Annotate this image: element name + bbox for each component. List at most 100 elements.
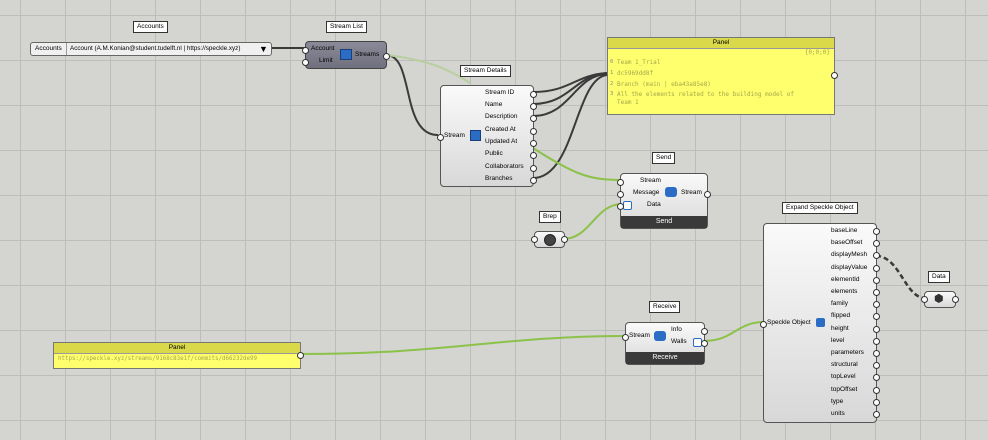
output-grip[interactable] [701, 328, 708, 335]
stream-details-component[interactable]: Stream Stream ID Name Description Create… [437, 85, 537, 187]
output-grip[interactable] [530, 103, 537, 110]
output-displaymesh: displayMesh [831, 251, 868, 259]
brep-param[interactable] [531, 231, 568, 248]
input-grip[interactable] [622, 334, 629, 341]
output-grip[interactable] [530, 177, 537, 184]
output-grip[interactable] [873, 240, 880, 248]
input-grip[interactable] [617, 191, 624, 198]
receive-component[interactable]: Stream Info Walls Receive [622, 322, 708, 365]
output-grip[interactable] [704, 191, 711, 198]
input-grip[interactable] [921, 296, 928, 303]
output-grip[interactable] [873, 374, 880, 382]
panel-line-index: 3 [610, 91, 614, 97]
data-param[interactable]: ⬢ [921, 291, 959, 308]
output-grip[interactable] [831, 72, 838, 79]
input-speckle-object: Speckle Object [767, 319, 811, 326]
output-grip[interactable] [873, 398, 880, 406]
brep-icon [544, 234, 556, 246]
output-level: level [831, 336, 845, 344]
data-tag: Data [928, 271, 950, 283]
output-grip[interactable] [873, 228, 880, 235]
input-account: Account [311, 45, 335, 52]
output-grip[interactable] [561, 236, 568, 243]
output-grip[interactable] [873, 337, 880, 345]
data-hex-icon: ⬢ [934, 293, 944, 305]
output-grip[interactable] [873, 313, 880, 321]
panel-line: All the elements related to the building… [617, 91, 795, 98]
output-grip[interactable] [873, 289, 880, 296]
streams-icon [340, 49, 352, 60]
accounts-dropdown-value: Account (A.M.Konian@student.tudelft.nl |… [70, 45, 241, 52]
output-grip[interactable] [530, 115, 537, 122]
input-grip[interactable] [437, 134, 444, 141]
output-type: type [831, 397, 844, 405]
stream-details-tag: Stream Details [460, 65, 511, 77]
accounts-dropdown[interactable]: Accounts Account (A.M.Konian@student.tud… [30, 42, 272, 56]
output-grip[interactable] [873, 350, 880, 357]
receive-button[interactable]: Receive [626, 352, 704, 364]
accounts-dropdown-label: Accounts [35, 45, 62, 52]
input-grip[interactable] [617, 203, 624, 210]
panel-line: Branch (main | eba43a85e8) [617, 81, 711, 88]
output-grip[interactable] [952, 296, 959, 303]
dropdown-divider [66, 43, 67, 55]
output-grip[interactable] [873, 362, 880, 370]
output-grip[interactable] [873, 301, 880, 309]
input-grip[interactable] [760, 321, 767, 328]
wire-brep-data [562, 203, 622, 240]
send-button[interactable]: Send [621, 216, 707, 228]
speckle-receive-icon [654, 331, 666, 341]
input-grip[interactable] [531, 236, 538, 243]
send-tag: Send [652, 152, 676, 164]
send-component[interactable]: Stream Message Data Stream Send [617, 173, 711, 229]
output-grip[interactable] [297, 352, 304, 359]
output-topoffset: topOffset [831, 385, 858, 393]
output-stream-id: Stream ID [485, 89, 515, 96]
output-grip[interactable] [530, 91, 537, 98]
input-stream: Stream [444, 132, 465, 139]
panel-bottom-text: https://speckle.xyz/streams/9168c83e1f/c… [58, 356, 257, 362]
output-height: height [831, 324, 849, 332]
input-grip[interactable] [302, 59, 309, 66]
output-grip[interactable] [873, 411, 880, 418]
output-grip[interactable] [383, 53, 390, 60]
output-parameters: parameters [831, 349, 864, 356]
output-grip[interactable] [873, 252, 880, 260]
stream-details-icon [470, 130, 481, 141]
output-grip[interactable] [530, 140, 537, 147]
output-elementid: elementId [831, 275, 860, 283]
panel-top[interactable]: Panel {0;0;0} 0 Team 1_Trial 1 dc5969dd8… [607, 37, 838, 115]
chevron-down-icon[interactable]: ▼ [259, 44, 268, 54]
accounts-tag: Accounts [133, 21, 168, 33]
output-grip[interactable] [530, 165, 537, 172]
output-description: Description [485, 113, 518, 120]
input-data: Data [647, 201, 661, 208]
output-name: Name [485, 101, 503, 108]
wire-walls-expand [702, 321, 766, 342]
stream-list-component[interactable]: Account Limit Streams [302, 41, 390, 69]
output-grip[interactable] [873, 276, 880, 284]
output-grip[interactable] [873, 264, 880, 272]
wire-panel-receive [299, 335, 627, 355]
output-grip[interactable] [873, 386, 880, 394]
input-grip[interactable] [617, 179, 624, 186]
wire-streams-faint [385, 54, 471, 84]
output-grip[interactable] [530, 128, 537, 135]
output-branches: Branches [485, 175, 513, 182]
output-streams: Streams [355, 51, 380, 58]
input-stream: Stream [640, 177, 661, 184]
output-grip[interactable] [873, 325, 880, 333]
output-grip[interactable] [701, 340, 708, 347]
output-baseline: baseLine [831, 227, 858, 234]
wire-updated-send [532, 147, 622, 181]
output-grip[interactable] [530, 152, 537, 159]
panel-bottom-title: Panel [54, 343, 300, 354]
wire-desc-panel [532, 73, 608, 117]
data-tree-icon [623, 201, 632, 210]
input-grip[interactable] [302, 47, 309, 54]
panel-bottom[interactable]: Panel https://speckle.xyz/streams/9168c8… [53, 342, 304, 369]
wire-displaymesh-data [875, 254, 926, 300]
